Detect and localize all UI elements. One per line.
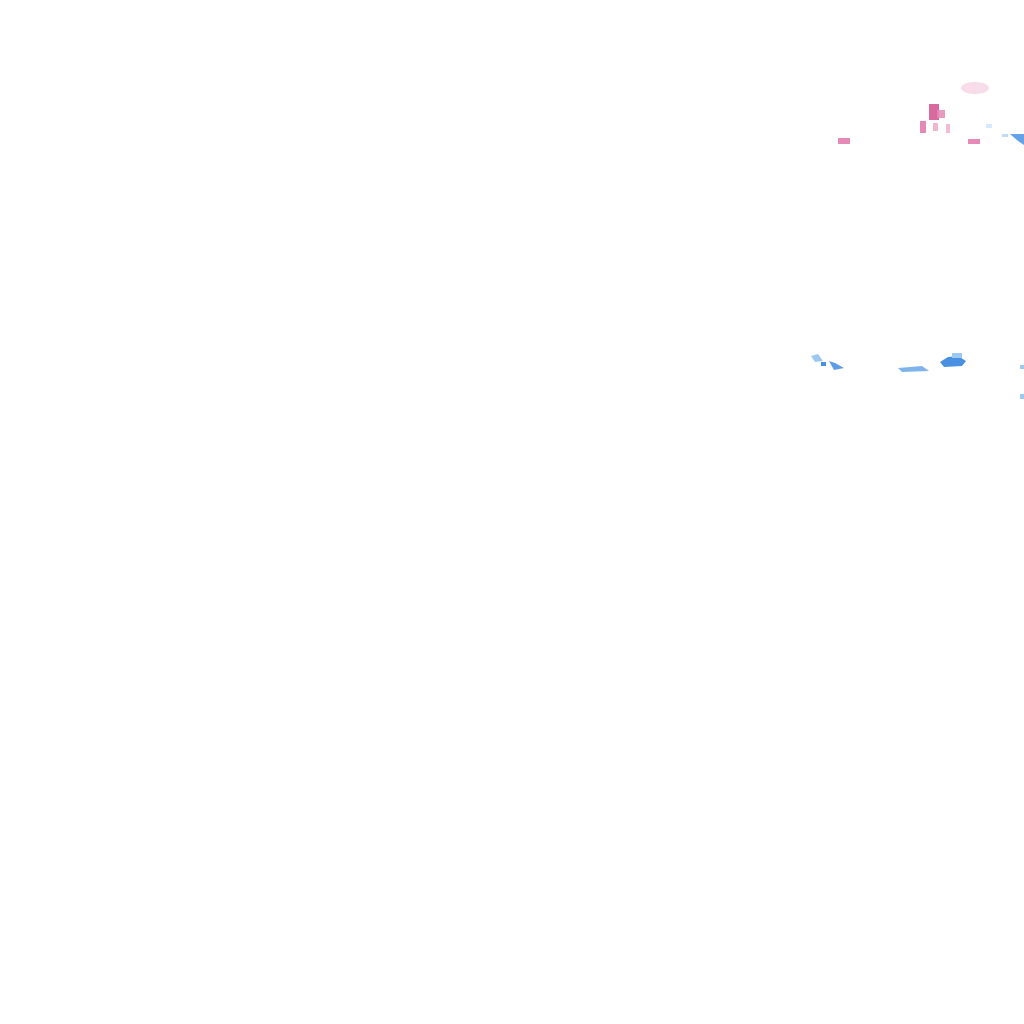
pink-haze — [961, 82, 989, 94]
pink-speck — [968, 139, 980, 144]
pink-fragment-cluster — [838, 82, 1024, 145]
pink-speck — [946, 124, 950, 133]
blue-fragment-strip — [811, 353, 1024, 399]
pink-speck — [937, 110, 945, 118]
blue-speck — [1010, 134, 1024, 145]
blue-speck — [829, 361, 844, 370]
pink-speck — [933, 123, 938, 131]
blue-speck — [898, 366, 929, 372]
pink-speck — [838, 138, 850, 144]
blue-speck — [1020, 394, 1024, 399]
pink-speck — [920, 121, 926, 133]
blue-speck — [1002, 134, 1008, 137]
blue-speck — [940, 356, 966, 367]
pink-speck — [929, 104, 939, 120]
blue-speck — [821, 362, 826, 366]
blue-speck — [1020, 365, 1024, 369]
blue-speck — [986, 124, 992, 128]
blue-speck — [952, 353, 962, 358]
blue-speck — [811, 354, 823, 362]
